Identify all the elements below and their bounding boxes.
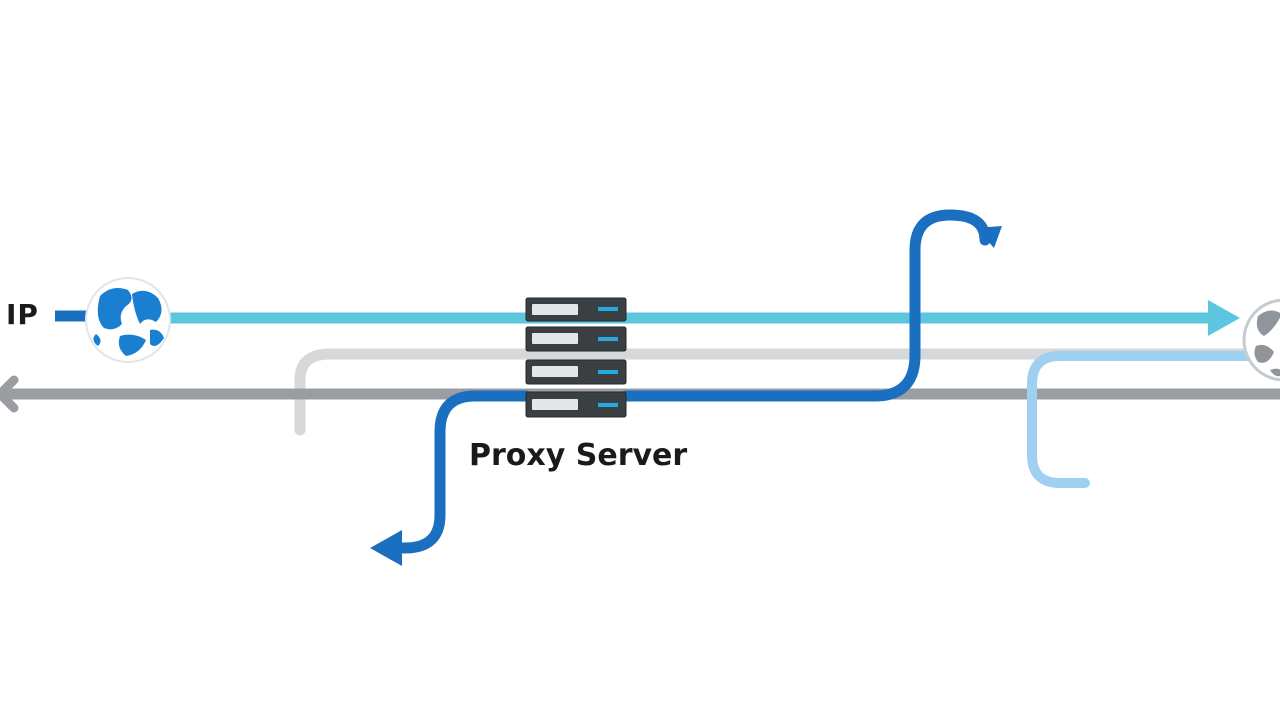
server-rack-icon (525, 297, 627, 418)
dark-blue-hook-arrowhead (976, 226, 1002, 248)
left-globe-icon (85, 277, 171, 363)
gray-path-left-arrow (0, 375, 19, 413)
light-blue-arrowhead (1208, 300, 1240, 336)
dark-blue-path-down (384, 390, 532, 554)
right-globe-icon (1242, 298, 1280, 382)
pale-blue-path (1027, 351, 1275, 488)
proxy-server-label: Proxy Server (469, 438, 688, 473)
light-gray-path (294, 348, 1266, 436)
ip-label: IP (6, 298, 39, 331)
dark-blue-path-up (620, 209, 991, 402)
dark-blue-down-arrowhead (370, 530, 402, 566)
